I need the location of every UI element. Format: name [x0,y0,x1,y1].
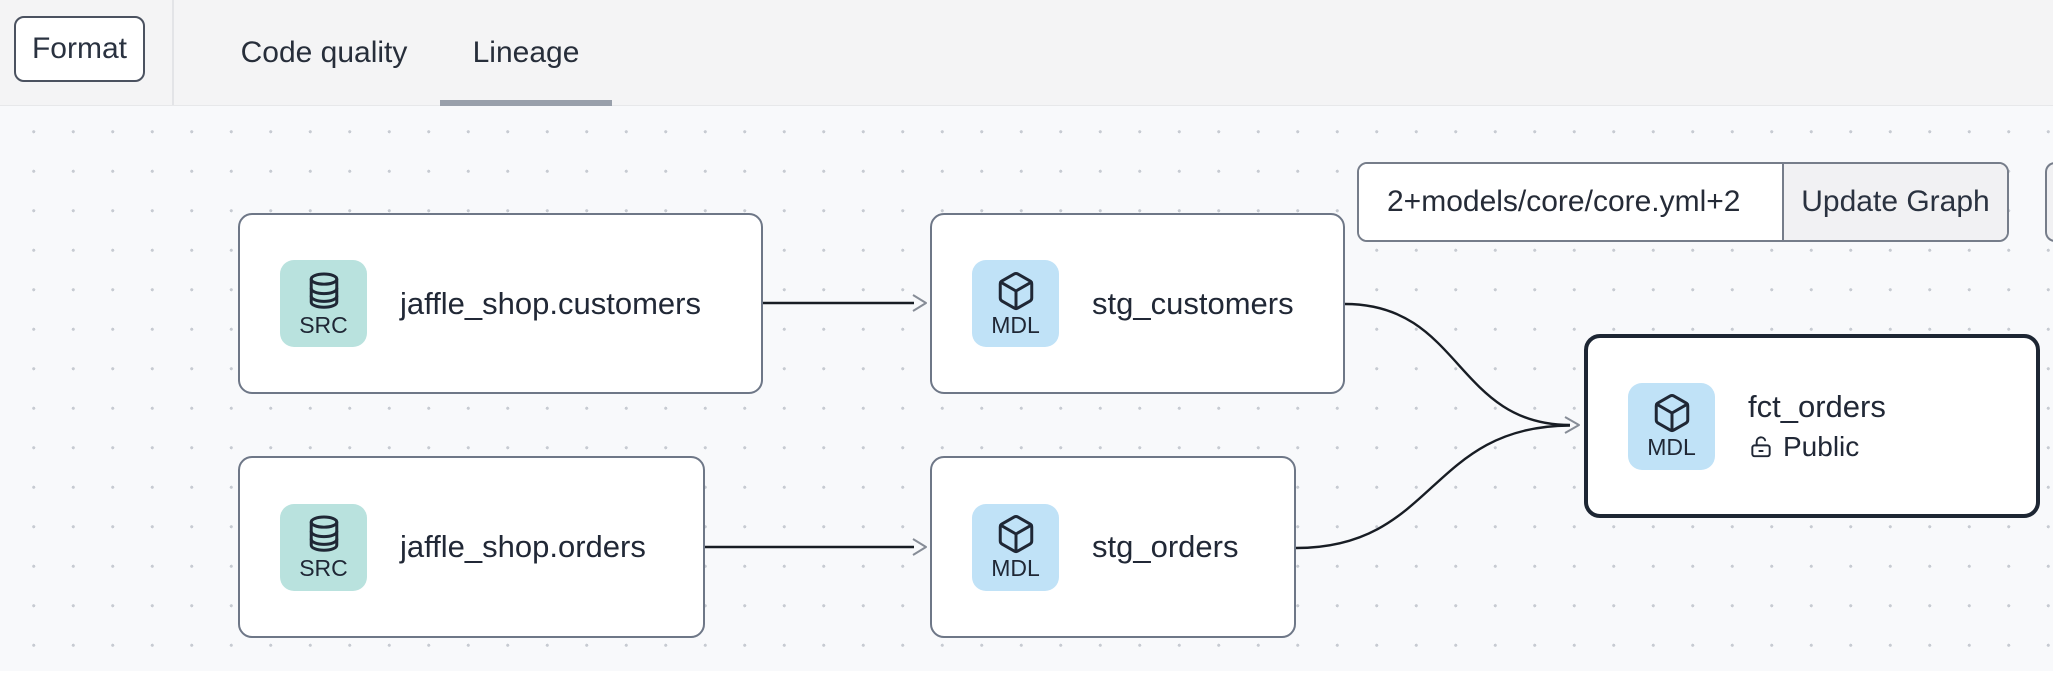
edge-stg-orders-to-fct [1295,424,1571,550]
arrowhead-icon [1564,416,1580,434]
access-row: Public [1748,431,1886,463]
node-stg-customers[interactable]: MDL stg_customers [930,213,1345,394]
cube-icon [998,515,1033,554]
tab-lineage[interactable]: Lineage [472,35,580,69]
toolbar-header: Format Code quality Lineage [0,0,2053,106]
format-button[interactable]: Format [14,16,145,82]
node-label: fct_orders [1748,389,1886,424]
edge-stg-customers-to-fct [1344,302,1571,427]
badge-label: SRC [299,555,348,581]
database-icon [309,272,338,309]
unlock-icon [1751,436,1771,458]
update-graph-button[interactable]: Update Graph [1782,164,2007,240]
node-label: jaffle_shop.orders [400,529,646,564]
cube-icon [1654,394,1689,433]
badge-label: MDL [1647,434,1696,460]
node-fct-orders[interactable]: MDL fct_orders Public [1584,334,2040,518]
selector-input[interactable] [1359,164,1782,240]
clipped-button[interactable] [2045,162,2053,242]
model-badge: MDL [972,260,1059,347]
arrowhead-icon [912,538,927,556]
source-badge: SRC [280,503,367,591]
header-divider [172,0,174,105]
badge-label: MDL [991,555,1040,581]
tab-code-quality[interactable]: Code quality [240,35,408,69]
source-badge: SRC [280,260,367,347]
graph-selector-group: Update Graph [1357,162,2009,242]
access-label: Public [1783,431,1860,462]
active-tab-indicator [440,100,612,106]
node-jaffle-shop-orders[interactable]: SRC jaffle_shop.orders [238,456,705,638]
model-badge: MDL [1628,382,1715,470]
model-badge: MDL [972,503,1059,591]
node-stg-orders[interactable]: MDL stg_orders [930,456,1296,638]
badge-label: MDL [991,311,1040,338]
arrowhead-icon [912,294,927,312]
node-text: fct_orders Public [1748,389,1886,463]
node-label: stg_orders [1092,529,1239,564]
node-jaffle-shop-customers[interactable]: SRC jaffle_shop.customers [238,213,763,394]
bottom-strip [0,671,2053,680]
badge-label: SRC [299,311,348,338]
node-label: stg_customers [1092,285,1294,321]
database-icon [309,515,338,552]
lineage-canvas[interactable]: SRC jaffle_shop.customers MDL stg_custom… [0,106,2053,680]
cube-icon [998,271,1033,310]
node-label: jaffle_shop.customers [400,285,701,321]
